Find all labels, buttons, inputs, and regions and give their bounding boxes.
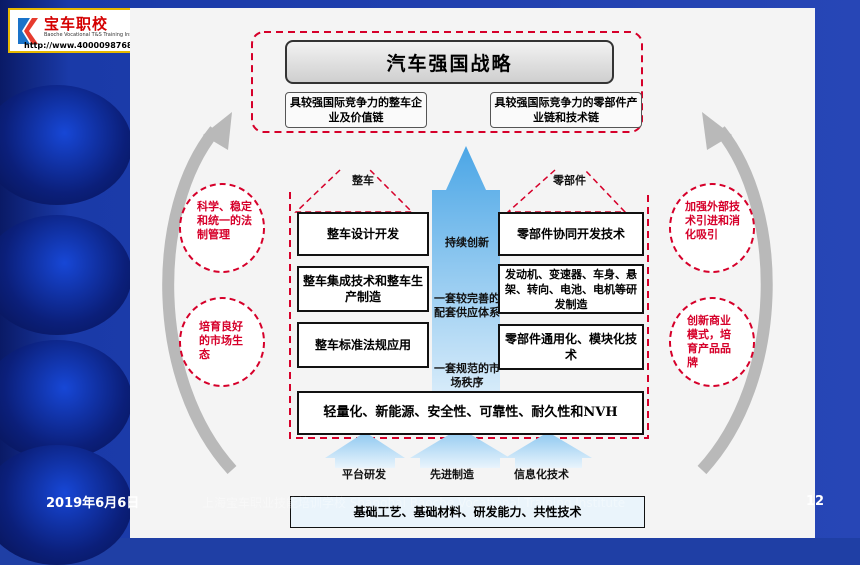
arrow-it xyxy=(505,432,592,468)
left-arrow-head xyxy=(203,112,232,150)
circle-market-text: 培育良好的市场生态 xyxy=(199,320,243,361)
diagram-graphics xyxy=(162,31,773,475)
strategy-container xyxy=(251,31,643,133)
label-platform-rd: 平台研发 xyxy=(342,468,386,481)
label-advanced-mfg: 先进制造 xyxy=(430,468,474,481)
circle-legal xyxy=(179,183,265,273)
logo-mark-icon xyxy=(18,18,38,44)
footer-org: 上海宝车职业技能培训学校 Shanghai Baoche Vocational … xyxy=(202,496,626,510)
decor-orb-3 xyxy=(0,340,132,460)
left-cycle-arrow xyxy=(162,126,237,475)
center-up-arrow xyxy=(432,146,500,395)
circle-market xyxy=(179,297,265,387)
logo-url: http://www.4000098768.c xyxy=(24,41,141,50)
decor-orb-1 xyxy=(0,85,132,205)
parts-modular-box: 零部件通用化、模块化技术 xyxy=(498,324,644,370)
circle-business-text: 创新商业模式，培育产品品牌 xyxy=(687,314,731,369)
vehicle-value-chain: 具较强国际竞争力的整车企业及价值链 xyxy=(285,92,427,128)
vehicle-design-box: 整车设计开发 xyxy=(297,212,429,256)
footer-date: 2019年6月6日 xyxy=(46,496,140,511)
logo: 宝车职校 Baoche Vocational T&S Training Inst… xyxy=(8,8,140,53)
arrow-platform xyxy=(325,432,405,468)
circle-tech-import xyxy=(669,183,755,273)
logo-subtitle: Baoche Vocational T&S Training Instit xyxy=(44,32,138,38)
parts-codev-box: 零部件协同开发技术 xyxy=(498,212,644,256)
label-parts: 零部件 xyxy=(553,174,586,187)
foundation-bar: 基础工艺、基础材料、研发能力、共性技术 xyxy=(290,496,645,528)
label-vehicle: 整车 xyxy=(352,174,374,187)
vehicle-standards-box: 整车标准法规应用 xyxy=(297,322,429,368)
circle-tech-import-text: 加强外部技术引进和消化吸引 xyxy=(685,200,740,241)
footer-page-number: 12 xyxy=(806,494,825,509)
right-cycle-arrow xyxy=(697,126,773,475)
label-it-tech: 信息化技术 xyxy=(514,468,569,481)
circle-legal-text: 科学、稳定和统一的法制管理 xyxy=(197,200,252,241)
tech-attributes-box: 轻量化、新能源、安全性、可靠性、耐久性和NVH xyxy=(297,391,644,435)
parts-industry-chain: 具较强国际竞争力的零部件产业链和技术链 xyxy=(490,92,642,128)
logo-name: 宝车职校 xyxy=(44,15,109,33)
vehicle-integration-box: 整车集成技术和整车生产制造 xyxy=(297,266,429,312)
label-market-order: 一套规范的市场秩序 xyxy=(434,362,500,389)
label-innovation: 持续创新 xyxy=(445,236,489,249)
vehicle-roof-arrow xyxy=(294,169,414,213)
circle-business xyxy=(669,297,755,387)
strategy-title: 汽车强国战略 xyxy=(285,40,614,84)
right-arrow-head xyxy=(702,112,732,150)
parts-rd-box: 发动机、变速器、车身、悬架、转向、电池、电机等研发制造 xyxy=(498,264,644,314)
decor-orb-2 xyxy=(0,215,132,335)
arrow-manufacturing xyxy=(410,428,510,468)
label-supply-system: 一套较完善的配套供应体系 xyxy=(434,292,500,319)
